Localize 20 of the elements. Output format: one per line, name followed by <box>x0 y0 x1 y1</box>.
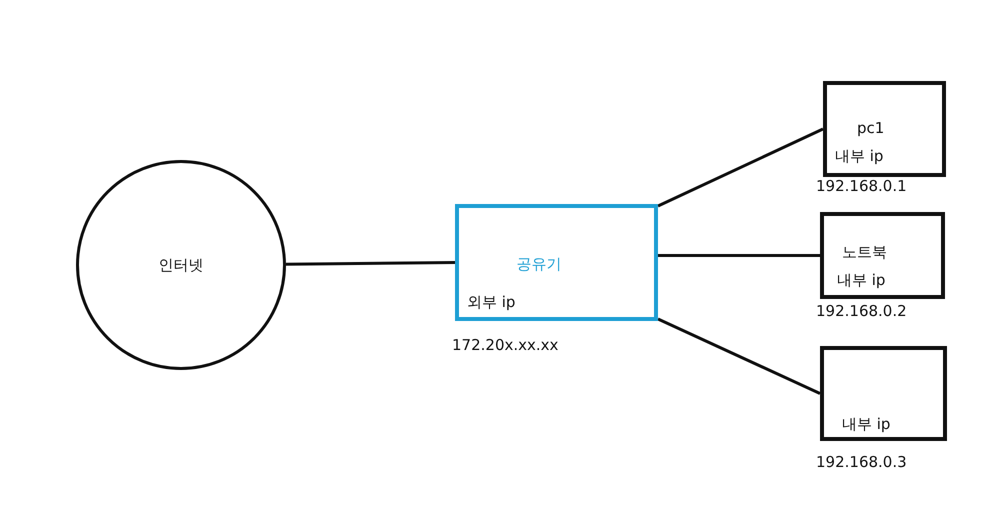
node-label: 노트북 <box>842 242 887 262</box>
node-label: 인터넷 <box>158 256 204 274</box>
node-label: 내부 ip <box>842 414 890 434</box>
connector-line <box>657 128 824 208</box>
connector-line <box>286 261 456 266</box>
connector-line <box>658 254 820 257</box>
ip-address-label: 192.168.0.1 <box>816 177 907 195</box>
ip-address-label: 172.20x.xx.xx <box>452 336 558 354</box>
connector-line <box>657 318 821 395</box>
ip-label: 내부 ip <box>835 146 884 166</box>
device-box <box>820 212 945 299</box>
router-box <box>455 204 658 321</box>
ip-label: 내부 ip <box>837 270 886 290</box>
device-box <box>823 81 946 177</box>
node-label: pc1 <box>857 119 884 137</box>
ip-address-label: 192.168.0.2 <box>816 302 907 320</box>
node-label: 공유기 <box>516 254 562 274</box>
device-box <box>820 346 947 441</box>
ip-label: 외부 ip <box>467 292 516 312</box>
ip-address-label: 192.168.0.3 <box>816 453 907 471</box>
